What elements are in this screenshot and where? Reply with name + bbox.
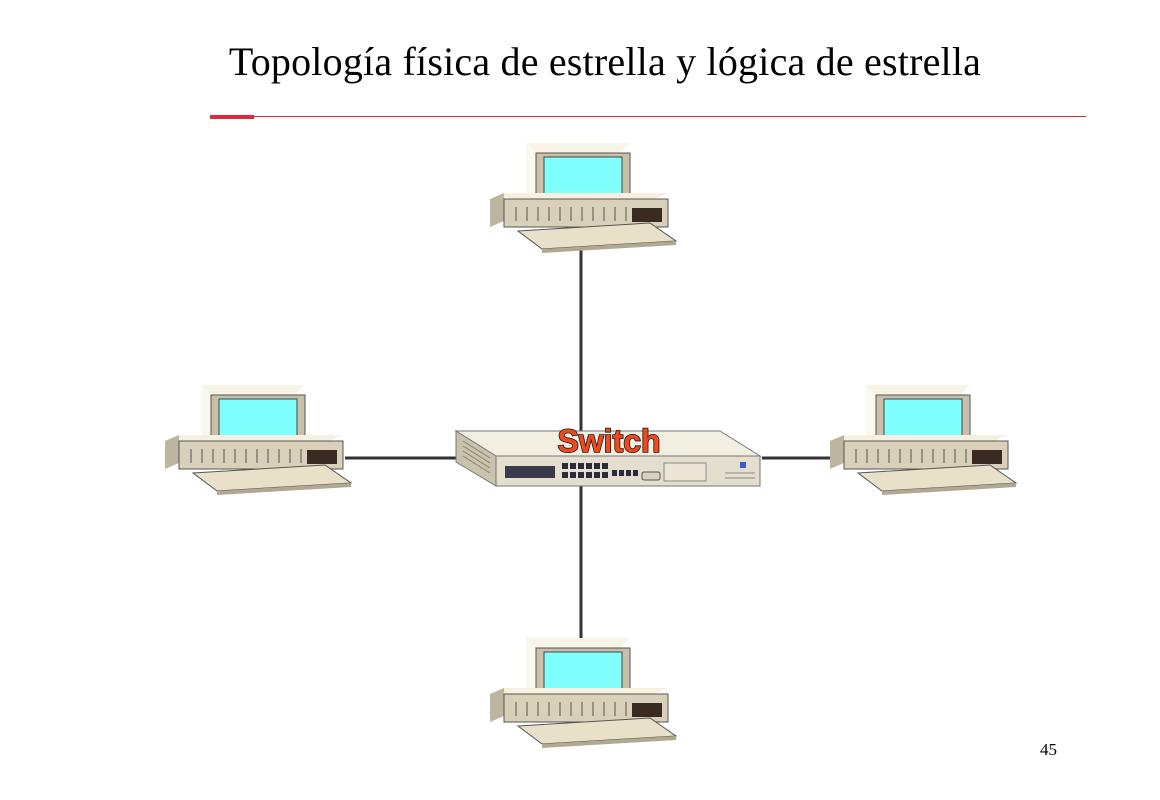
network-switch: Switch <box>454 422 762 487</box>
title-divider <box>210 116 1086 117</box>
computer-left <box>164 384 352 496</box>
switch-label: Switch <box>557 423 660 459</box>
title-divider-accent <box>210 115 254 119</box>
network-links <box>345 248 830 640</box>
computer-right <box>829 384 1017 496</box>
computer-top <box>489 142 677 254</box>
computer-bottom <box>489 637 677 749</box>
page-number: 45 <box>1040 740 1057 759</box>
slide-title: Topología física de estrella y lógica de… <box>228 39 982 84</box>
